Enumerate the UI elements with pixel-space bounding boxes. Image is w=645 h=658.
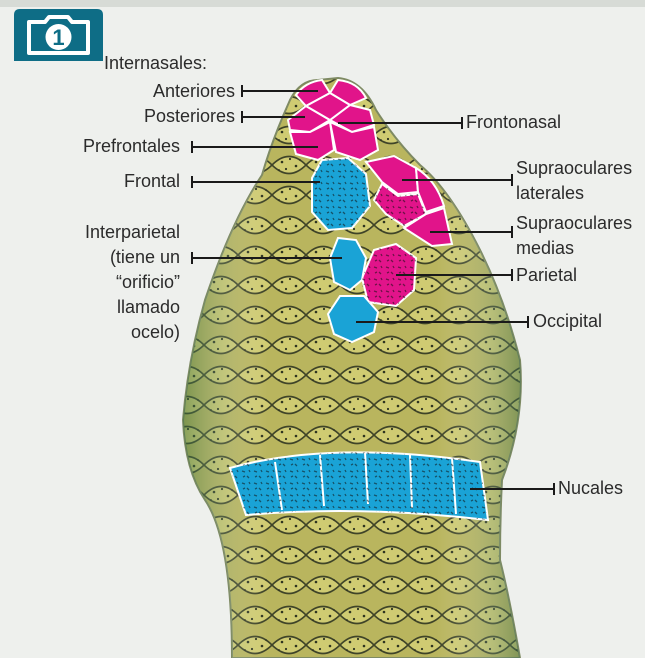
supraoculares-medias-line2: medias	[516, 237, 574, 259]
anteriores-label: Anteriores	[153, 80, 235, 102]
parietal-label: Parietal	[516, 264, 577, 286]
nucales-label: Nucales	[558, 477, 623, 499]
supraoculares-laterales-line2: laterales	[516, 182, 584, 204]
interparietal-label-line1: Interparietal	[85, 221, 180, 243]
posteriores-label: Posteriores	[144, 105, 235, 127]
supraoculares-laterales-line1: Supraoculares	[516, 157, 632, 179]
interparietal-label-line4: llamado	[117, 296, 180, 318]
prefrontales-label: Prefrontales	[83, 135, 180, 157]
internasales-heading: Internasales:	[104, 52, 207, 74]
frontonasal-label: Frontonasal	[466, 111, 561, 133]
interparietal-label-line5: ocelo)	[131, 321, 180, 343]
occipital-label: Occipital	[533, 310, 602, 332]
interparietal-label-line2: (tiene un	[110, 246, 180, 268]
interparietal-label-line3: “orificio”	[116, 271, 180, 293]
frontal-label: Frontal	[124, 170, 180, 192]
supraoculares-medias-line1: Supraoculares	[516, 212, 632, 234]
